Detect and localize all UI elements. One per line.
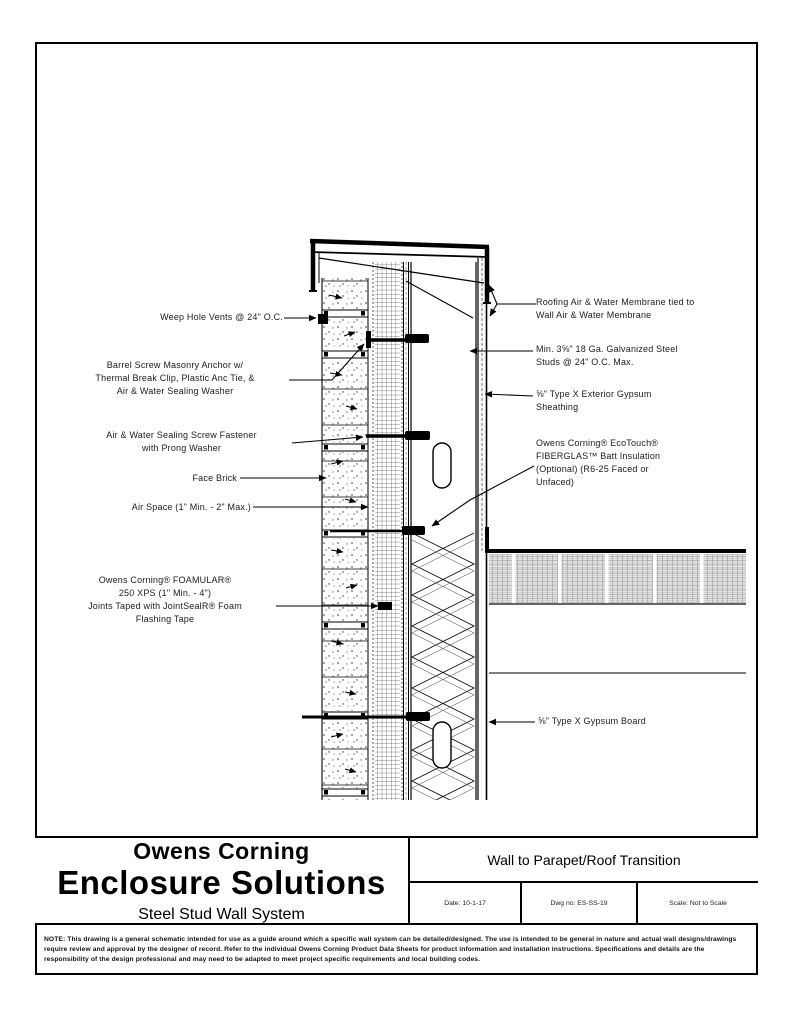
leader-lines	[240, 284, 536, 726]
leader-roof-membrane-b	[489, 303, 498, 317]
label-face-brick: Face Brick	[192, 473, 237, 483]
label-gypsum-board: ⅝" Type X Gypsum Board	[538, 716, 646, 726]
system-name: Steel Stud Wall System	[138, 905, 305, 923]
roof-assembly	[485, 527, 746, 674]
label-air-space: Air Space (1" Min. - 2" Max.)	[131, 502, 251, 512]
disclaimer-note: NOTE: This drawing is a general schemati…	[44, 936, 737, 964]
roof-membrane	[485, 527, 746, 553]
title-block-right: Wall to Parapet/Roof Transition Date: 10…	[408, 838, 758, 923]
product-line-name: Enclosure Solutions	[57, 863, 386, 901]
label-masonry-anchor: Barrel Screw Masonry Anchor w/ Thermal B…	[95, 360, 255, 396]
brick-tie-marks	[328, 293, 358, 774]
info-cell-scale: Scale: Not to Scale	[636, 883, 758, 923]
label-foamular-xps: Owens Corning® FOAMULAR® 250 XPS (1" Min…	[88, 575, 242, 624]
weep-vent	[318, 314, 328, 324]
stud-knockout-lower	[432, 721, 452, 769]
fastener-2	[366, 431, 430, 440]
info-cell-drawing-number: Dwg no: ES-SS-19	[520, 883, 636, 923]
info-cell-date: Date: 10-1-17	[444, 899, 486, 907]
fastener-4	[302, 712, 430, 721]
label-exterior-sheathing: ⅝" Type X Exterior Gypsum Sheathing	[536, 389, 652, 412]
label-steel-studs: Min. 3⅝" 18 Ga. Galvanized Steel Studs @…	[536, 344, 678, 367]
label-screw-fastener: Air & Water Sealing Screw Fastener with …	[106, 430, 257, 453]
coping-cap	[309, 238, 491, 304]
label-roof-membrane: Roofing Air & Water Membrane tied to Wal…	[536, 297, 695, 320]
label-batt-insulation: Owens Corning® EcoTouch® FIBERGLAS™ Batt…	[536, 438, 661, 487]
leader-masonry-anchor	[289, 343, 365, 381]
leader-screw-fastener	[291, 434, 364, 444]
fastener-1	[366, 331, 429, 348]
masonry-anchor-fasteners	[302, 331, 430, 721]
stud-knockout-upper	[432, 442, 452, 489]
membrane-lap-line	[405, 280, 474, 319]
title-block-layer: Owens Corning Enclosure Solutions Steel …	[35, 42, 758, 975]
label-weep-hole-vents: Weep Hole Vents @ 24" O.C.	[160, 312, 283, 322]
title-block: Owens Corning Enclosure Solutions Steel …	[35, 836, 758, 925]
info-row: Date: 10-1-17 Dwg no: ES-SS-19 Scale: No…	[410, 883, 758, 923]
fastener-3	[330, 526, 425, 535]
drawing-title: Wall to Parapet/Roof Transition	[410, 838, 758, 883]
company-block: Owens Corning Enclosure Solutions Steel …	[35, 838, 408, 923]
leader-batt-insulation	[431, 465, 535, 527]
leader-ext-sheathing	[484, 391, 534, 398]
company-name: Owens Corning	[133, 837, 310, 864]
